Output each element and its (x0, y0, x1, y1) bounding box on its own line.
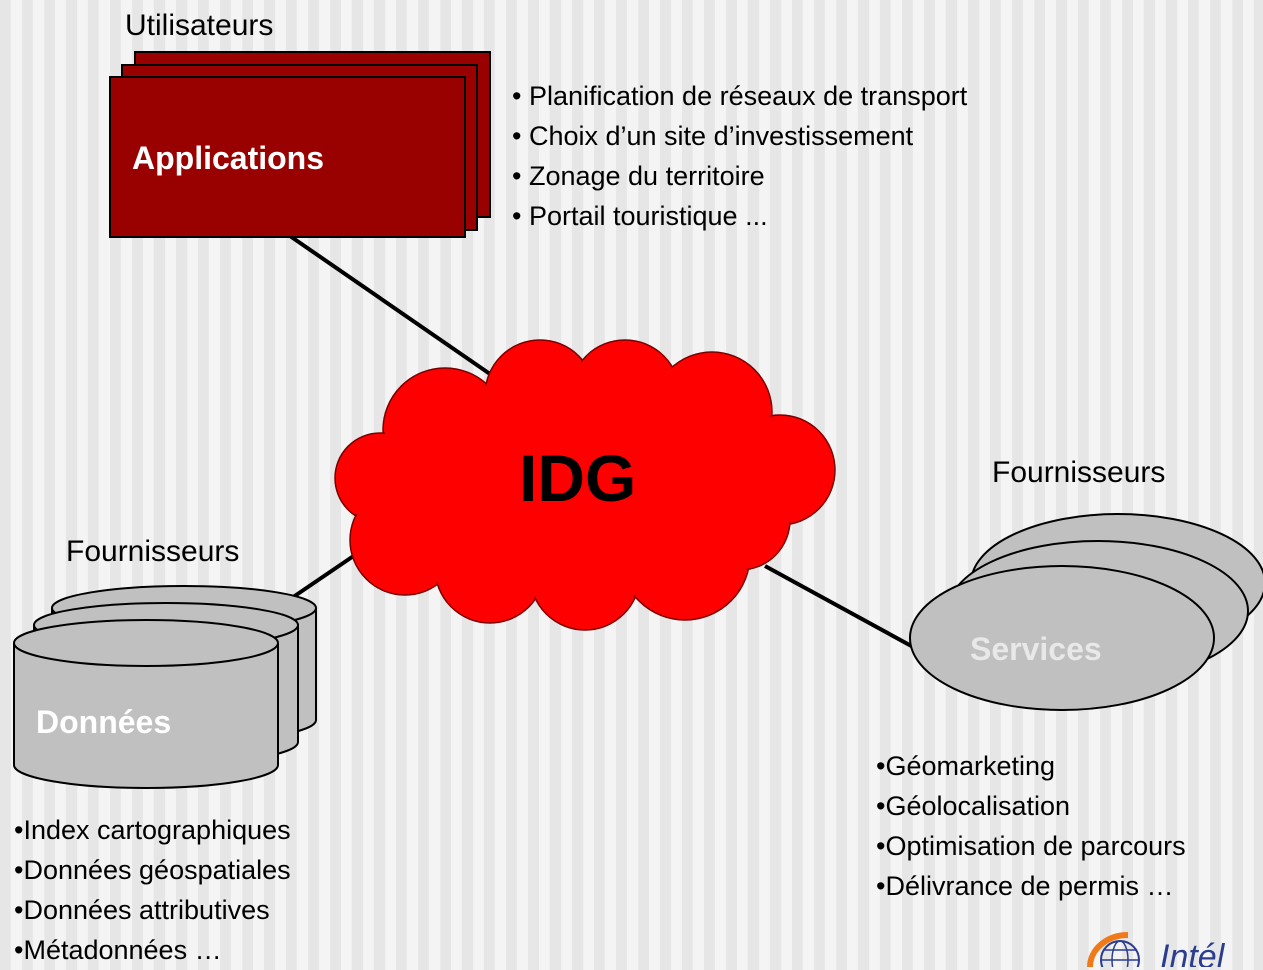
applications-example: Zonage du territoire (512, 156, 967, 196)
applications-example: Portail touristique ... (512, 196, 967, 236)
data-provider-item: Données géospatiales (14, 850, 290, 890)
applications-example: Planification de réseaux de transport (512, 76, 967, 116)
service-provider-item: Géolocalisation (876, 786, 1186, 826)
data-provider-item: Index cartographiques (14, 810, 291, 850)
idg-cloud-fill (337, 342, 833, 628)
services-ellipse-front (909, 565, 1215, 711)
logo-text: Intél (1160, 938, 1225, 967)
services-label: Services (970, 631, 1102, 667)
data-provider-item: Métadonnées … (14, 930, 291, 970)
service-provider-item: Délivrance de permis … (876, 866, 1186, 906)
service-providers-title: Fournisseurs (992, 456, 1166, 489)
connector-idg-services (764, 564, 916, 650)
applications-stack (109, 51, 491, 238)
service-provider-item: Optimisation de parcours (876, 826, 1185, 866)
donnees-label: Données (36, 704, 172, 740)
service-provider-item: Géomarketing (876, 746, 1186, 786)
donnees-cylinder-front (13, 619, 279, 789)
service-providers-list: Géomarketing Géolocalisation Optimisatio… (876, 746, 1186, 906)
applications-examples-list: Planification de réseaux de transport Ch… (512, 76, 967, 236)
users-label: Utilisateurs (125, 9, 274, 42)
logo-graphic (1087, 932, 1140, 967)
logo: Intél (1052, 930, 1263, 967)
donnees-stack (13, 585, 317, 789)
applications-box-front (109, 76, 466, 238)
data-providers-list: Index cartographiques Données géospatial… (14, 810, 291, 970)
data-providers-title: Fournisseurs (66, 535, 240, 568)
applications-label: Applications (132, 140, 325, 176)
services-stack (909, 513, 1263, 711)
connector-applications-idg (288, 234, 492, 376)
applications-example: Choix d’un site d’investissement (512, 116, 967, 156)
data-provider-item: Données attributives (14, 890, 291, 930)
idg-label: IDG (519, 441, 637, 515)
